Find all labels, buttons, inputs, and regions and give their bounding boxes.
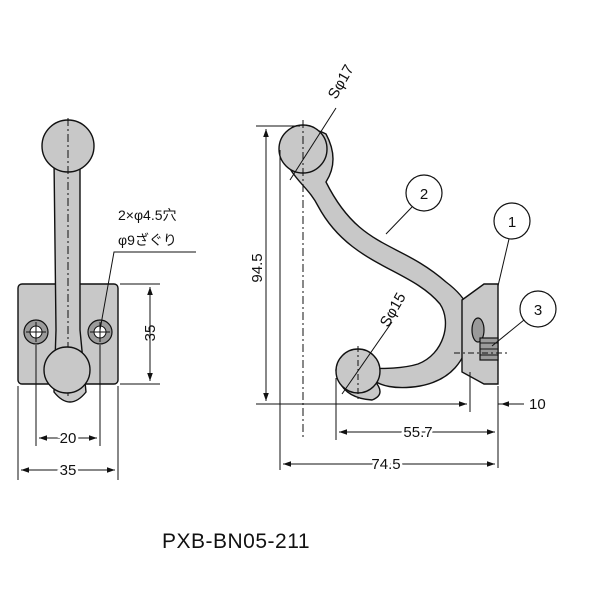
svg-text:3: 3 bbox=[534, 302, 542, 319]
side-dim-depth-inner: 55.7 bbox=[403, 424, 432, 441]
dim-top-sphere: Sφ17 bbox=[325, 62, 358, 102]
callout-1 bbox=[493, 202, 531, 240]
dim-bottom-sphere: Sφ15 bbox=[377, 290, 410, 330]
front-bottom-ball bbox=[43, 346, 91, 394]
front-screw-hole-left bbox=[23, 319, 49, 345]
front-dim-width: 35 bbox=[60, 462, 77, 479]
side-set-screw bbox=[471, 317, 499, 361]
side-dim-base-thickness: 10 bbox=[529, 396, 546, 413]
model-number: PXB-BN05-211 bbox=[162, 530, 310, 553]
hole-note-line1: 2×φ4.5穴 bbox=[118, 207, 177, 223]
callout-3 bbox=[519, 290, 557, 328]
side-dim-height: 94.5 bbox=[249, 253, 266, 282]
front-screw-hole-right bbox=[87, 319, 113, 345]
side-dim-depth-total: 74.5 bbox=[371, 456, 400, 473]
front-view: 2×φ4.5穴 φ9ざぐり 35 20 35 bbox=[17, 118, 196, 482]
front-dim-height: 35 bbox=[142, 325, 159, 342]
hole-note-line2: φ9ざぐり bbox=[118, 232, 177, 248]
hole-note-leader bbox=[99, 251, 196, 331]
svg-text:1: 1 bbox=[508, 214, 516, 231]
callout-2 bbox=[405, 174, 443, 212]
svg-text:2: 2 bbox=[420, 186, 428, 203]
front-dim-hole-pitch: 20 bbox=[60, 430, 77, 447]
side-view: Sφ17 Sφ15 94.5 10 55.7 74.5 2 1 bbox=[249, 62, 557, 476]
